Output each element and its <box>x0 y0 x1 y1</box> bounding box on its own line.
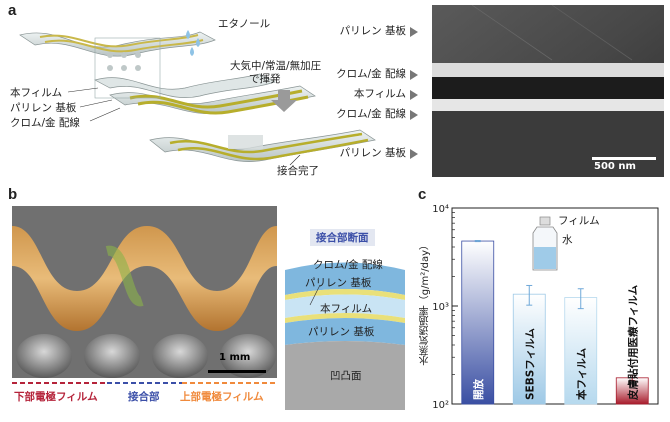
process-label-2: で揮発 <box>249 73 281 85</box>
category-label-0: 開放 <box>472 379 485 400</box>
sem-label-parylene-bottom: パリレン 基板 <box>339 147 406 159</box>
label-parylene: パリレン 基板 <box>10 102 77 114</box>
process-label-1: 大気中/常温/無加圧 <box>230 60 322 72</box>
bar-1 <box>512 293 546 405</box>
y-tick-label: 10³ <box>432 302 449 313</box>
label-main-film: 本フィルム <box>10 87 63 99</box>
pointer-icon <box>410 27 418 37</box>
label-bonding-done: 接合完了 <box>277 165 319 177</box>
label-junction: 接合部 <box>128 391 160 403</box>
cs-label-parylene-bottom: パリレン 基板 <box>308 326 375 338</box>
panel-b-letter: b <box>8 186 18 203</box>
label-lower-electrode: 下部電極フィルム <box>14 391 98 403</box>
film-assembly-illustration <box>19 30 376 166</box>
sem-scale-label: 500 nm <box>594 161 636 172</box>
category-label-2: 本フィルム <box>575 347 588 400</box>
cross-section-diagram <box>285 262 405 410</box>
region-dividers <box>12 382 277 384</box>
photo-scale-label: 1 mm <box>219 352 251 363</box>
pointer-icon <box>410 70 418 80</box>
cs-label-wiring: クロム/金 配線 <box>313 259 383 271</box>
wvtr-chart: 10⁴ 10³ 10² 開放 SEBSフィルム 本フィルム 皮膚貼付用医療フィルム <box>432 204 659 411</box>
label-wiring: クロム/金 配線 <box>10 117 80 129</box>
pointer-icon <box>410 110 418 120</box>
y-tick-label: 10² <box>432 400 449 411</box>
sem-label-wiring-bottom: クロム/金 配線 <box>336 108 406 120</box>
bottle-inset-icon <box>532 216 558 271</box>
inset-label-film: フィルム <box>558 215 600 227</box>
cross-section-title: 接合部断面 <box>310 229 375 246</box>
category-label-1: SEBSフィルム <box>524 328 536 400</box>
ethanol-label: エタノール <box>218 18 271 30</box>
category-label-3: 皮膚貼付用医療フィルム <box>626 284 639 401</box>
cs-label-main-film: 本フィルム <box>320 303 373 315</box>
cs-label-parylene-top: パリレン 基板 <box>305 277 372 289</box>
device-photo: 1 mm <box>12 206 277 378</box>
bar-2 <box>564 297 598 405</box>
label-upper-electrode: 上部電極フィルム <box>180 391 264 403</box>
pointer-icon <box>410 149 418 159</box>
bar-0 <box>461 240 495 405</box>
sem-label-parylene-top: パリレン 基板 <box>339 25 406 37</box>
pointer-icon <box>410 90 418 100</box>
panel-a-letter: a <box>8 2 17 19</box>
sem-label-main-film: 本フィルム <box>353 88 406 100</box>
sem-label-wiring-top: クロム/金 配線 <box>336 68 406 80</box>
cs-label-textured-surface: 凹凸面 <box>330 370 362 382</box>
panel-c-letter: c <box>418 186 427 203</box>
inset-label-water: 水 <box>562 234 573 246</box>
y-tick-label: 10⁴ <box>432 204 449 215</box>
sem-image: 500 nm <box>432 5 664 177</box>
